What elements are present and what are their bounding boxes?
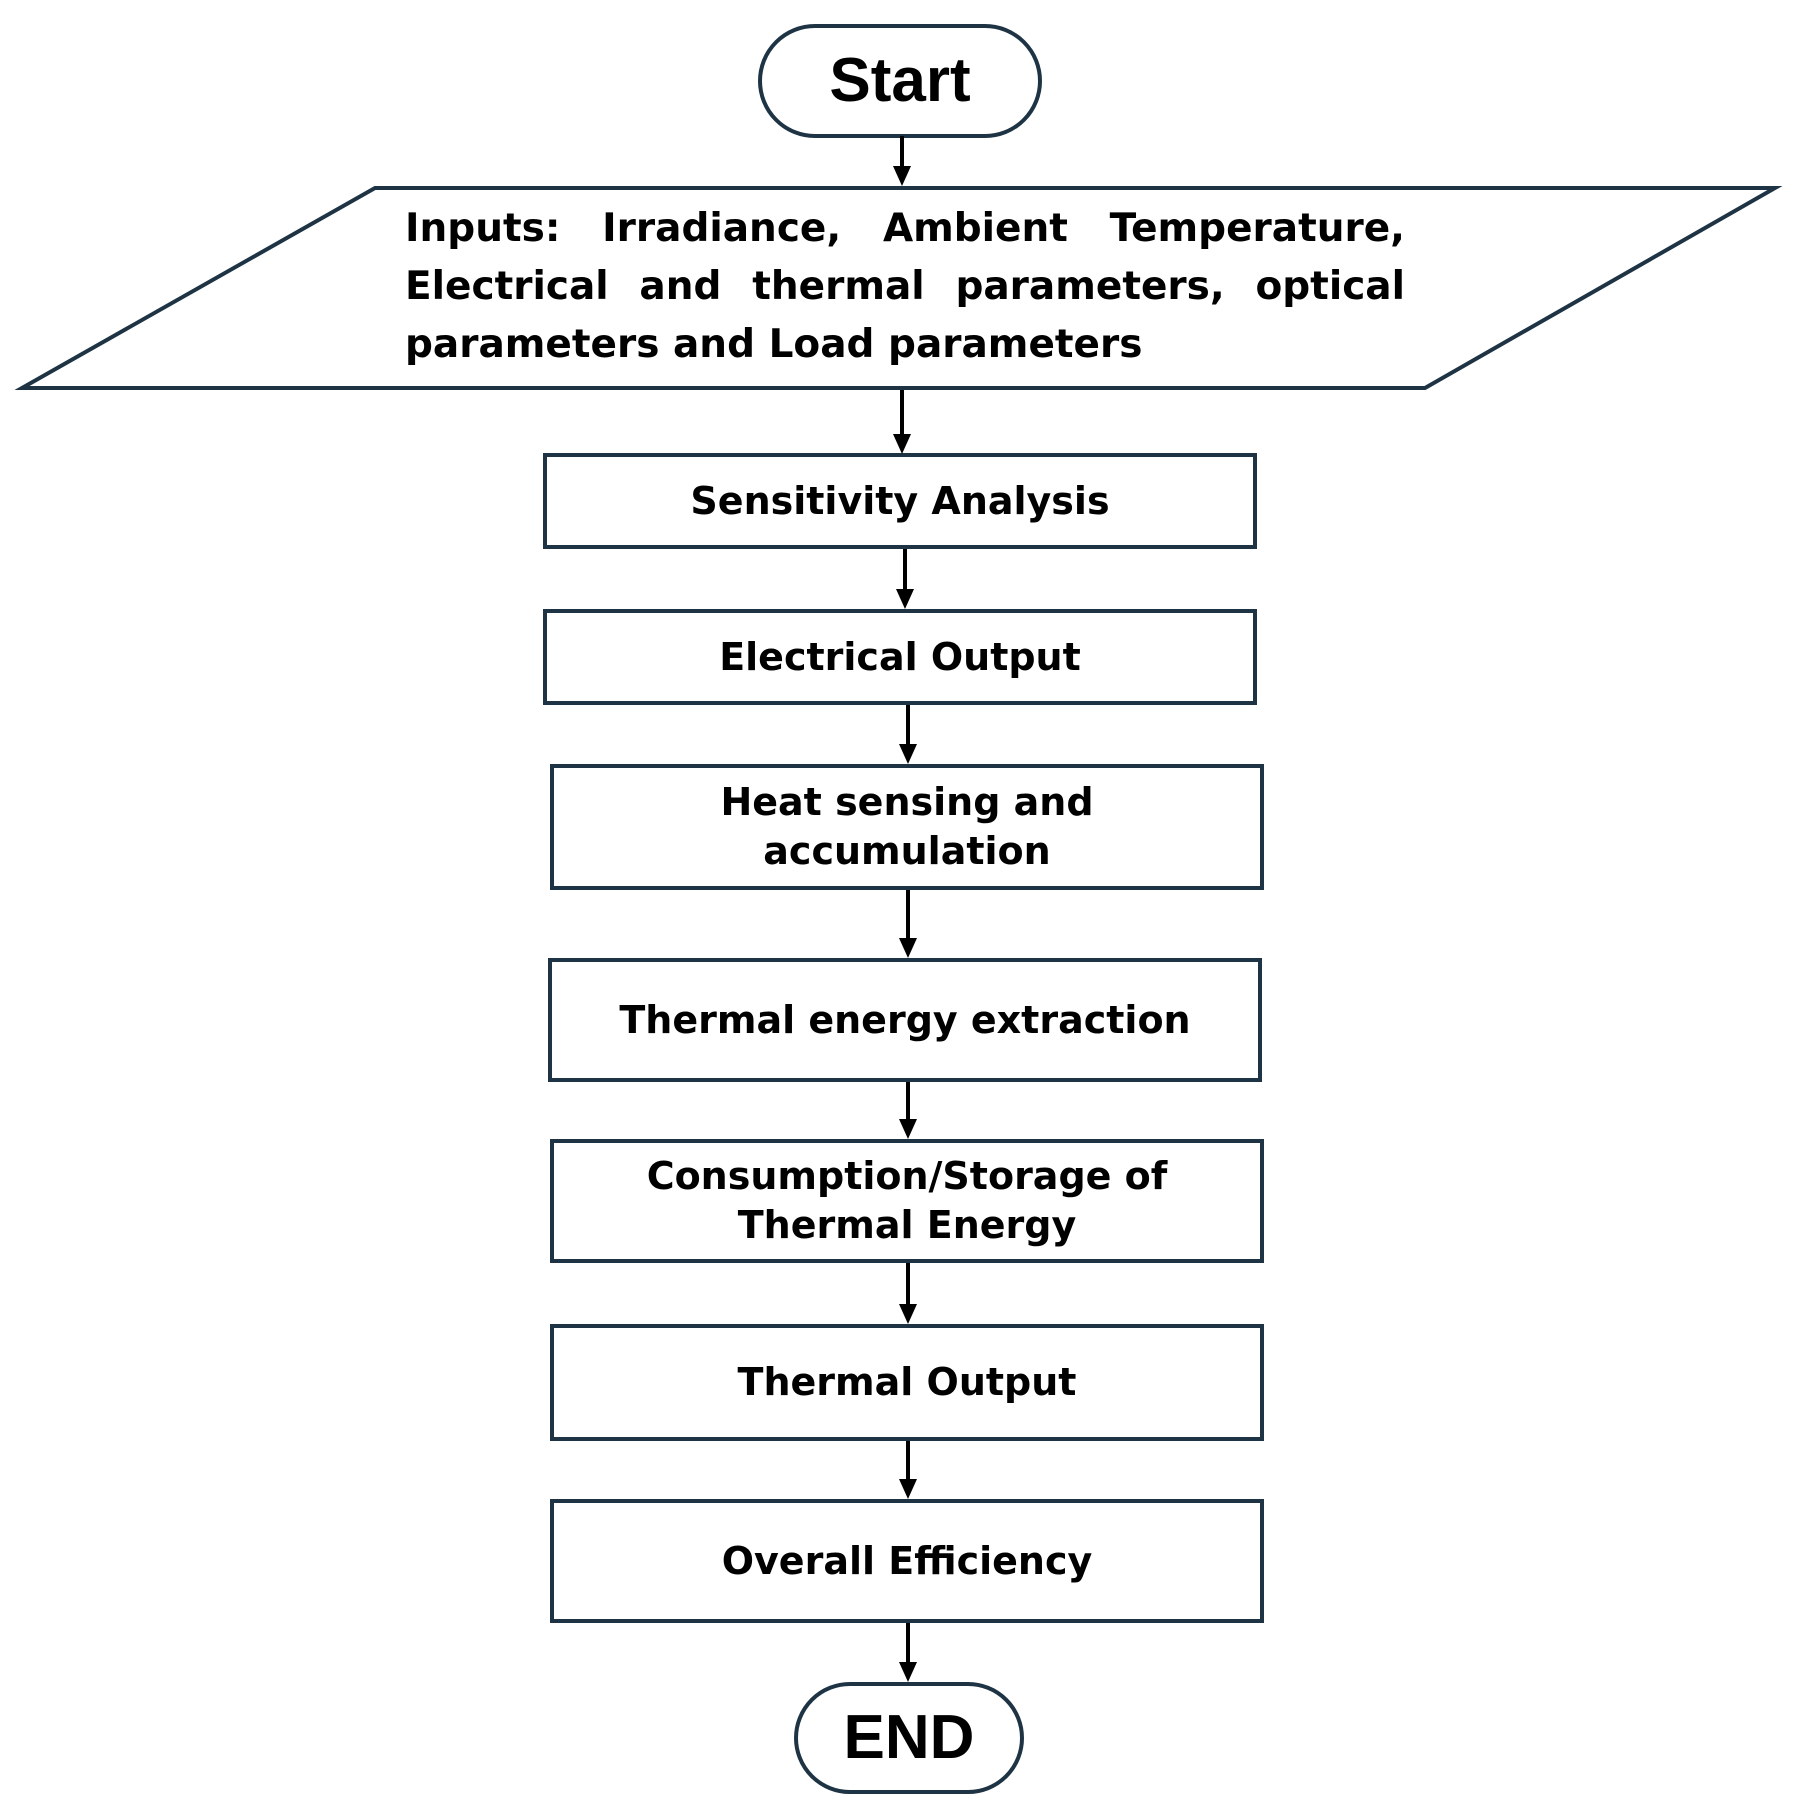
end-label: END: [843, 1703, 975, 1773]
step-label-overall-efficiency: Overall Efficiency: [721, 1538, 1093, 1583]
start-label: Start: [829, 46, 971, 116]
step-label-consumption-storage: Consumption/Storage of Thermal Energy: [646, 1154, 1168, 1247]
arrow-sensitivity-to-electrical: [896, 549, 914, 609]
step-box-consumption-storage: [550, 1139, 1264, 1263]
arrow-thermal-output-to-efficiency: [899, 1441, 917, 1499]
arrow-electrical-to-heat: [899, 705, 917, 764]
arrow-heat-to-extraction: [899, 890, 917, 958]
step-box-sensitivity-analysis: [543, 453, 1257, 549]
step-label-sensitivity-analysis: Sensitivity Analysis: [690, 478, 1110, 523]
inputs-label: Inputs: Irradiance, Ambient Temperature,…: [405, 206, 1405, 367]
arrow-consumption-to-thermal-output: [899, 1263, 917, 1324]
step-box-heat-sensing: [550, 764, 1264, 890]
step-label-electrical-output: Electrical Output: [719, 634, 1081, 679]
step-box-overall-efficiency: [550, 1499, 1264, 1623]
arrow-extraction-to-consumption: [899, 1082, 917, 1139]
arrow-efficiency-to-end: [899, 1623, 917, 1682]
step-label-thermal-output: Thermal Output: [737, 1360, 1077, 1405]
step-box-electrical-output: [543, 609, 1257, 705]
inputs-parallelogram-shape: [14, 186, 1783, 390]
step-label-heat-sensing: Heat sensing and accumulation: [720, 780, 1094, 873]
arrow-inputs-to-sensitivity: [893, 390, 911, 454]
step-box-thermal-energy-extraction: [548, 958, 1262, 1082]
arrow-start-to-inputs: [893, 136, 911, 186]
step-label-thermal-energy-extraction: Thermal energy extraction: [619, 997, 1191, 1042]
end-terminal-shape: [794, 1682, 1024, 1794]
step-box-thermal-output: [550, 1324, 1264, 1441]
